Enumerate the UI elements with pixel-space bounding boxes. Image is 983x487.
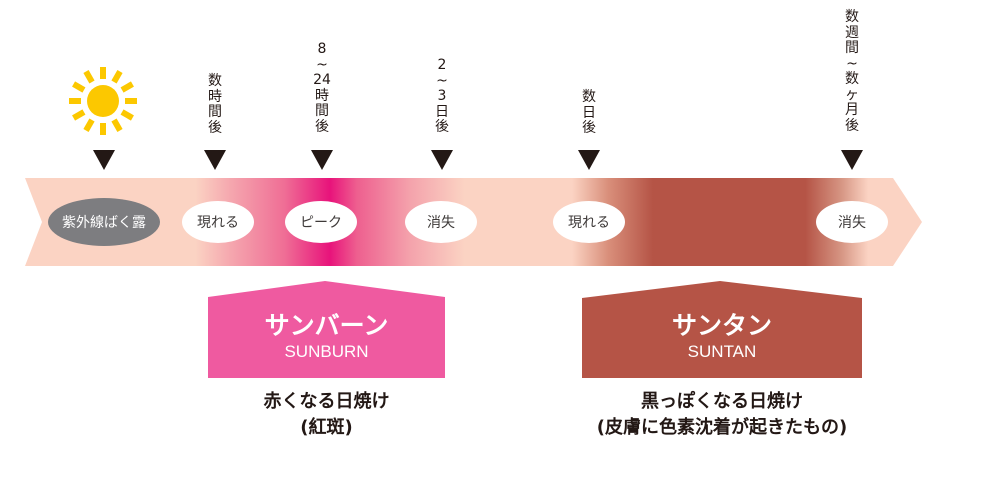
suntan-box: サンタン SUNTAN (582, 281, 862, 378)
stage-suntan-disappears: 消失 (816, 201, 888, 243)
marker-triangle (578, 150, 600, 170)
sun-ray (111, 118, 123, 132)
sun-ray (120, 81, 134, 93)
marker-triangle (204, 150, 226, 170)
stage-suntan-appears: 現れる (553, 201, 625, 243)
marker-triangle (431, 150, 453, 170)
sun-ray (125, 98, 137, 104)
marker-label-2-3-days: 2 ~ 3 日 後 (435, 57, 449, 135)
marker-triangle (93, 150, 115, 170)
suntan-desc-line2: (皮膚に色素沈着が起きたもの) (596, 417, 848, 438)
sun-icon (69, 67, 137, 135)
stage-sunburn-appears: 現れる (182, 201, 254, 243)
sun-ray (120, 109, 134, 121)
sunburn-description: 赤くなる日焼け (紅斑) (208, 389, 445, 441)
sunburn-box-shape (208, 281, 445, 378)
sun-ray (83, 118, 95, 132)
stage-sunburn-peak: ピーク (285, 201, 357, 243)
stage-label: ピーク (300, 215, 342, 231)
sunburn-box: サンバーン SUNBURN (208, 281, 445, 378)
sunburn-title-en: SUNBURN (284, 342, 369, 361)
stage-label: 現れる (197, 215, 239, 231)
marker-label-weeks-months: 数 週 間 ~ 数 ヶ 月 後 (845, 9, 859, 134)
suntan-title-en: SUNTAN (687, 342, 757, 361)
sun-ray (72, 109, 86, 121)
sunburn-desc-line2: (紅斑) (300, 417, 353, 438)
sunburn-desc-line1: 赤くなる日焼け (263, 391, 390, 412)
sun-ray (100, 123, 106, 135)
marker-triangle (311, 150, 333, 170)
stage-sunburn-disappears: 消失 (405, 201, 477, 243)
suntan-box-shape (582, 281, 862, 378)
sun-ray (100, 67, 106, 79)
suntan-description: 黒っぽくなる日焼け (皮膚に色素沈着が起きたもの) (530, 389, 914, 441)
stage-uv-exposure: 紫外線ばく露 (48, 198, 160, 246)
marker-label-8-24-hours: 8 ~ 24 時 間 後 (313, 41, 331, 135)
suntan-desc-line1: 黒っぽくなる日焼け (641, 391, 803, 412)
sun-ray (111, 70, 123, 84)
marker-label-hours: 数 時 間 後 (208, 73, 222, 136)
timeline-band (25, 178, 922, 266)
sun-ray (83, 70, 95, 84)
marker-label-days: 数 日 後 (582, 89, 596, 136)
sunburn-title-ja: サンバーン (264, 311, 389, 340)
stage-label: 紫外線ばく露 (62, 215, 146, 231)
stage-label: 消失 (427, 215, 455, 231)
marker-triangle (841, 150, 863, 170)
sun-ray (69, 98, 81, 104)
stage-label: 消失 (838, 215, 866, 231)
stage-label: 現れる (568, 215, 610, 231)
sun-ray (72, 81, 86, 93)
suntan-title-ja: サンタン (671, 311, 772, 340)
